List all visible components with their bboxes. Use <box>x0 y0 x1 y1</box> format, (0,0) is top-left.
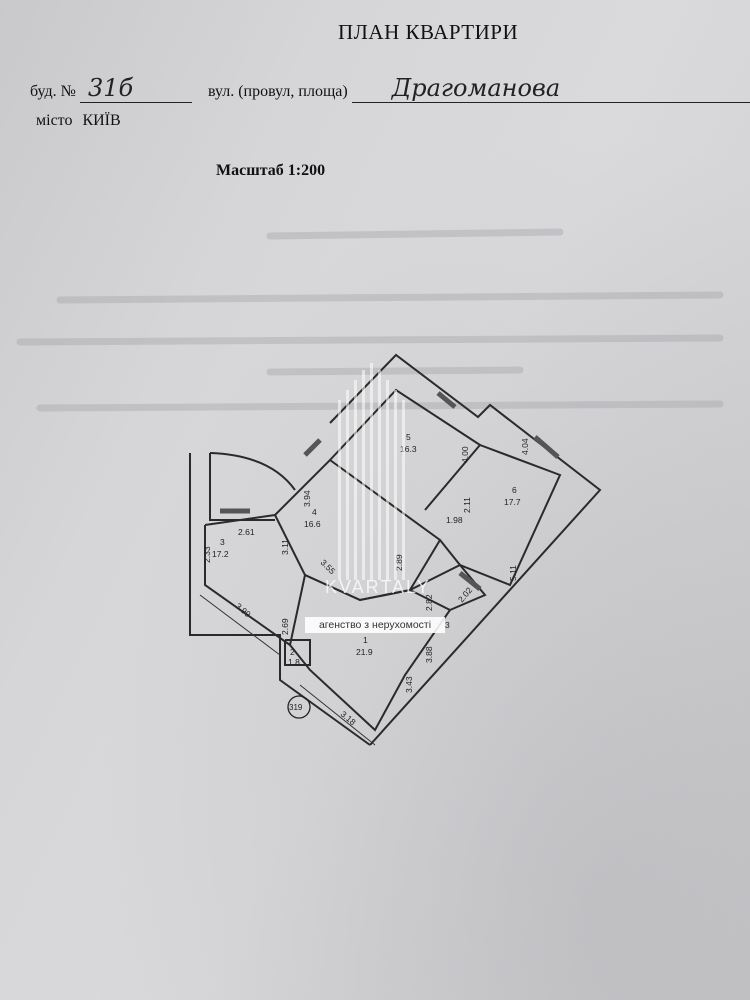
building-label: буд. № <box>30 83 76 100</box>
street-label: вул. (провул, площа) <box>207 83 348 100</box>
dim-1-98: 1.98 <box>446 515 463 525</box>
dim-3-43: 3.43 <box>404 676 414 693</box>
room-4-number: 4 <box>312 507 317 517</box>
outline-right <box>329 353 602 746</box>
plan-stamp <box>287 695 311 719</box>
dim-4-00: 4.00 <box>460 446 470 463</box>
address-line: буд. № 31б вул. (провул, площа) Драгоман… <box>30 74 750 103</box>
floor-plan: 3 17.2 4 16.6 5 16.3 6 17.7 1 21.9 2 1.8… <box>189 353 602 746</box>
room-3-area: 17.2 <box>212 549 229 559</box>
room-5-area: 16.3 <box>400 444 417 454</box>
plan-stamp-number: 319 <box>289 703 303 712</box>
watermark-logo <box>338 363 405 580</box>
room-1-number: 1 <box>363 635 368 645</box>
street-field: Драгоманова <box>351 74 750 103</box>
room-1-area: 21.9 <box>356 647 373 657</box>
dim-3-94: 3.94 <box>302 490 312 507</box>
city-line: місто КИЇВ <box>36 112 121 130</box>
room-3-number: 3 <box>220 537 225 547</box>
room-5-number: 5 <box>406 432 411 442</box>
room-6-number: 6 <box>512 485 517 495</box>
dim-3-88: 3.88 <box>424 646 434 663</box>
city-label: місто <box>36 112 73 129</box>
outline-left <box>189 453 371 746</box>
dim-2-33: 2.33 <box>202 546 212 563</box>
street-name: Драгоманова <box>391 74 561 102</box>
scale-label: Масштаб 1:200 <box>216 162 326 179</box>
watermark-subtitle: агенство з нерухомості <box>305 617 445 633</box>
dim-2-61: 2.61 <box>238 527 255 537</box>
room-6-area: 17.7 <box>504 497 521 507</box>
room-7-area: 3 <box>445 620 450 630</box>
dim-2-89: 2.89 <box>394 554 404 571</box>
room-4-area: 16.6 <box>304 519 321 529</box>
building-number: 31б <box>87 74 134 102</box>
dim-4-04: 4.04 <box>520 438 530 455</box>
dim-3-55: 3.55 <box>319 557 338 576</box>
dim-5-11: 5.11 <box>508 565 518 581</box>
building-number-field: 31б <box>79 74 192 103</box>
room-2-number: 2 <box>290 647 295 657</box>
document-title: ПЛАН КВАРТИРИ <box>338 20 519 44</box>
city-name: КИЇВ <box>82 112 121 129</box>
watermark-brand: KVARTALY <box>325 577 431 597</box>
dim-2-69: 2.69 <box>280 618 290 635</box>
dim-2-11: 2.11 <box>462 497 472 513</box>
dim-3-11: 3.11 <box>280 539 290 555</box>
dim-2-82: 2.82 <box>424 594 434 611</box>
room-2-area: 1.8 <box>288 657 300 667</box>
